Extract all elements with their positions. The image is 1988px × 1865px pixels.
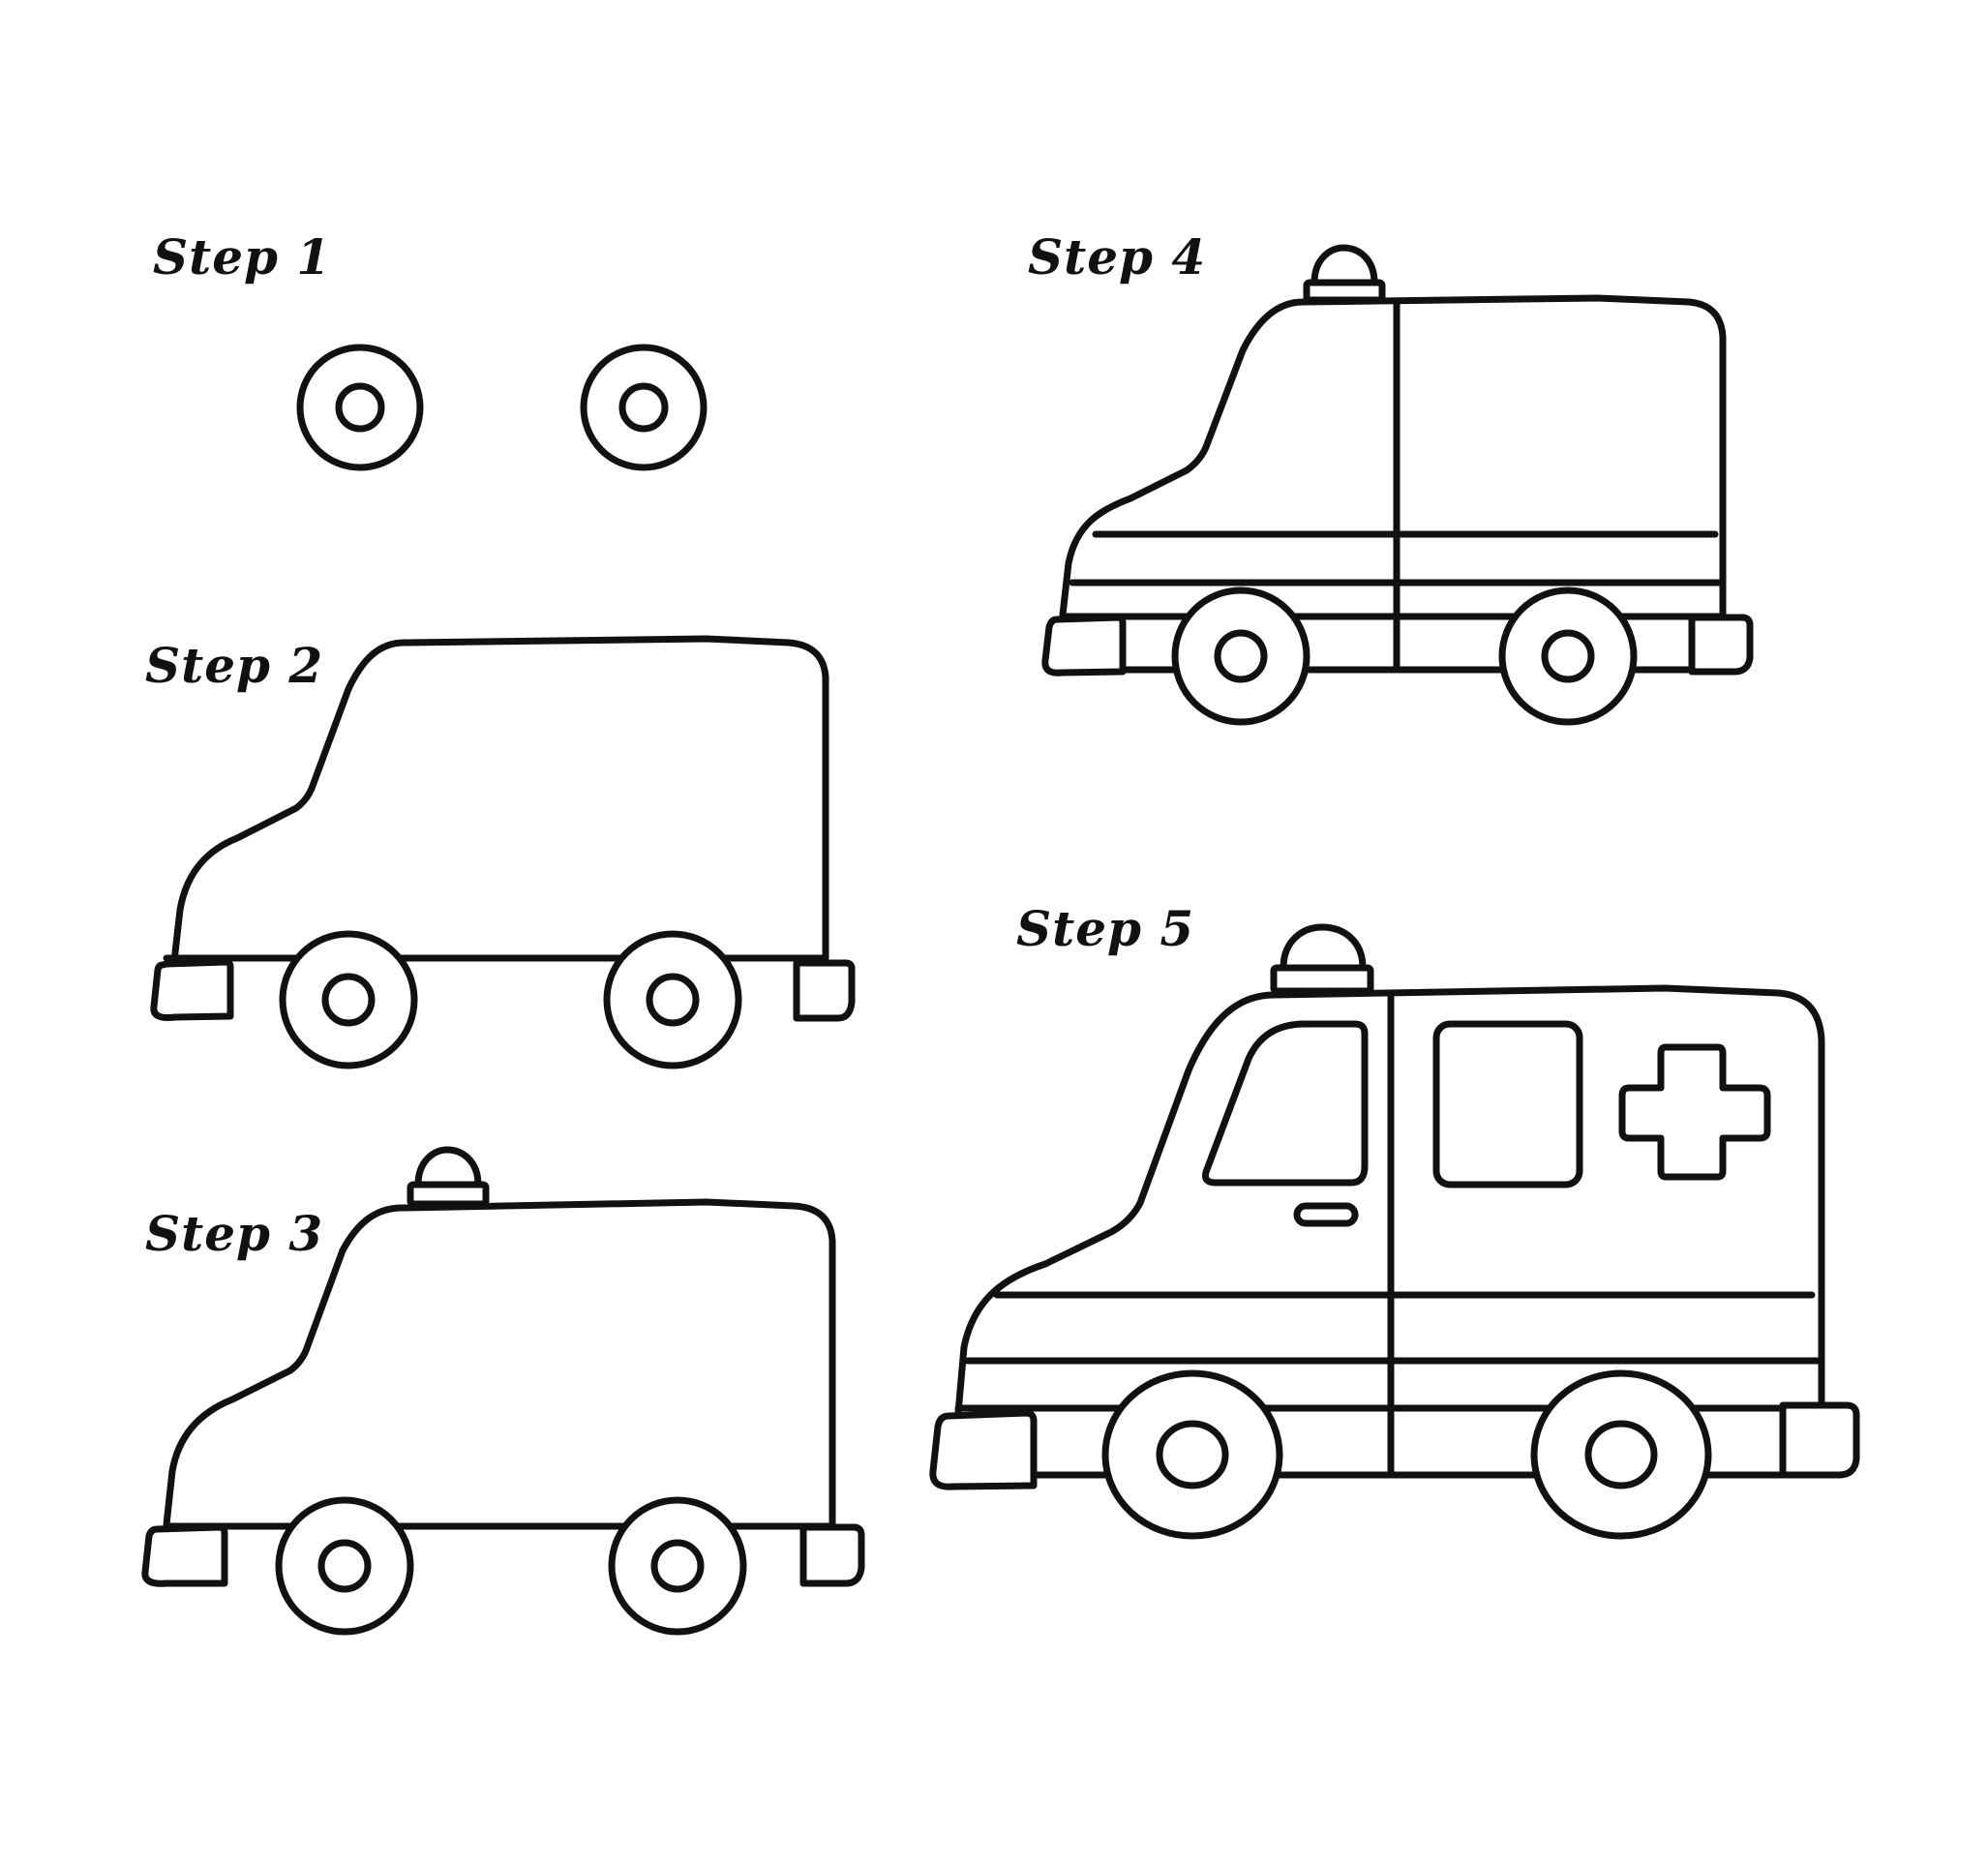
medical-cross-icon [1618, 1043, 1771, 1181]
wheel-icon [603, 930, 742, 1069]
wheel-icon [608, 1496, 747, 1636]
siren-light-icon [407, 1146, 490, 1208]
step-2-drawing [150, 635, 856, 1069]
rear-bumper [1688, 614, 1754, 676]
wheel-icon [1530, 1369, 1712, 1540]
wheel-icon [279, 930, 418, 1069]
rear-bumper [793, 959, 856, 1022]
front-bumper [150, 958, 234, 1021]
wheel-icon [1498, 587, 1638, 726]
front-bumper [929, 1409, 1038, 1490]
step-3-drawing [141, 1146, 865, 1636]
siren-light-icon [1270, 923, 1374, 995]
wheel-icon [1101, 1369, 1283, 1540]
step-1-label: Step 1 [153, 228, 332, 286]
side-window [1432, 1020, 1583, 1188]
front-bumper [141, 1523, 228, 1587]
front-bumper [1041, 614, 1127, 677]
ambulance-body-outline [954, 984, 1825, 1417]
wheel-icon [1171, 587, 1310, 726]
wheel-icon [296, 344, 424, 471]
step-4-label: Step 4 [1028, 228, 1207, 286]
rear-bumper [1779, 1401, 1860, 1479]
step-5-drawing [929, 923, 1860, 1540]
rear-bumper [799, 1523, 865, 1587]
step-5-label: Step 5 [1016, 900, 1195, 957]
ambulance-body-outline [1059, 294, 1727, 620]
ambulance-body-outline [163, 1198, 836, 1530]
siren-light-icon [1303, 244, 1386, 304]
step-1-drawing [296, 344, 708, 471]
door-handle [1293, 1202, 1359, 1227]
step-3-label: Step 3 [145, 1205, 324, 1262]
ambulance-body-outline [163, 635, 829, 965]
wheel-icon [275, 1496, 414, 1636]
step-2-label: Step 2 [145, 637, 324, 694]
step-4-drawing [1041, 244, 1754, 726]
wheel-icon [580, 344, 708, 471]
front-window [1202, 1020, 1369, 1187]
